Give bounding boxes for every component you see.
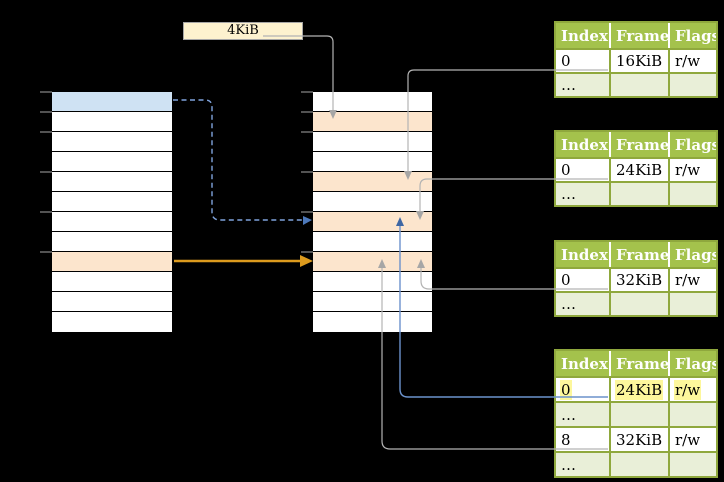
- header-index: Index: [556, 242, 609, 267]
- cell-index: 0: [556, 159, 609, 181]
- cell-flags: r/w: [668, 159, 716, 181]
- table-row: …: [556, 451, 716, 476]
- left-memory-column: [52, 92, 172, 332]
- memory-row: [52, 92, 172, 112]
- memory-row: [313, 272, 432, 292]
- header-flags: Flags: [668, 132, 716, 157]
- header-flags: Flags: [668, 351, 716, 376]
- header-frame: Frame: [609, 351, 668, 376]
- cell-frame: 32KiB: [609, 428, 668, 451]
- cell-frame: 24KiB: [609, 378, 668, 401]
- page-table-1: Index Frame Flags 0 16KiB r/w …: [554, 21, 718, 98]
- memory-row: [52, 232, 172, 252]
- page-size-label: 4KiB: [227, 23, 259, 38]
- cell-flags: r/w: [668, 428, 716, 451]
- cell-index: 0: [556, 50, 609, 72]
- cell-index: 0: [556, 378, 609, 401]
- memory-row: [313, 112, 432, 132]
- memory-row: [52, 172, 172, 192]
- cell-index: …: [556, 453, 609, 476]
- memory-row: [313, 152, 432, 172]
- arrowhead-right-icon: [300, 255, 313, 267]
- header-frame: Frame: [609, 132, 668, 157]
- memory-row: [52, 272, 172, 292]
- page-table-4: Index Frame Flags 0 24KiB r/w … 8 32KiB …: [554, 349, 718, 478]
- table-header-row: Index Frame Flags: [556, 351, 716, 376]
- header-frame: Frame: [609, 23, 668, 48]
- cell-index: 8: [556, 428, 609, 451]
- memory-row: [313, 212, 432, 232]
- cell-frame: [609, 403, 668, 426]
- table-row: …: [556, 181, 716, 205]
- cell-flags: [668, 74, 716, 96]
- memory-row: [52, 312, 172, 332]
- memory-row: [313, 252, 432, 272]
- connector-dashed-virtual-to-physical: [173, 99, 302, 221]
- header-flags: Flags: [668, 23, 716, 48]
- memory-row: [313, 132, 432, 152]
- header-index: Index: [556, 351, 609, 376]
- memory-row: [52, 292, 172, 312]
- memory-row: [52, 112, 172, 132]
- table-row-highlighted: 0 24KiB r/w: [556, 376, 716, 401]
- memory-row: [313, 232, 432, 252]
- memory-row: [52, 192, 172, 212]
- header-frame: Frame: [609, 242, 668, 267]
- page-table-3: Index Frame Flags 0 32KiB r/w …: [554, 240, 718, 317]
- cell-flags: r/w: [668, 269, 716, 291]
- cell-flags: [668, 403, 716, 426]
- cell-index: …: [556, 183, 609, 205]
- memory-row: [313, 192, 432, 212]
- cell-frame: 32KiB: [609, 269, 668, 291]
- table-row: 0 24KiB r/w: [556, 157, 716, 181]
- header-flags: Flags: [668, 242, 716, 267]
- cell-frame: [609, 453, 668, 476]
- cell-index: …: [556, 293, 609, 315]
- header-index: Index: [556, 132, 609, 157]
- cell-flags: [668, 293, 716, 315]
- header-index: Index: [556, 23, 609, 48]
- memory-row: [313, 312, 432, 332]
- arrowhead-right-icon: [303, 216, 312, 225]
- cell-frame: 16KiB: [609, 50, 668, 72]
- memory-row: [313, 292, 432, 312]
- cell-frame: [609, 183, 668, 205]
- table-header-row: Index Frame Flags: [556, 242, 716, 267]
- memory-row: [52, 252, 172, 272]
- cell-index: …: [556, 74, 609, 96]
- table-row: …: [556, 401, 716, 426]
- table-row: …: [556, 291, 716, 315]
- memory-row: [313, 172, 432, 192]
- cell-frame: [609, 74, 668, 96]
- table-header-row: Index Frame Flags: [556, 23, 716, 48]
- cell-flags: [668, 453, 716, 476]
- cell-frame: 24KiB: [609, 159, 668, 181]
- cell-frame: [609, 293, 668, 315]
- cell-flags: [668, 183, 716, 205]
- memory-row: [52, 152, 172, 172]
- middle-memory-column: [313, 92, 432, 332]
- page-size-label-box: 4KiB: [183, 22, 303, 40]
- cell-flags: r/w: [668, 378, 716, 401]
- page-table-2: Index Frame Flags 0 24KiB r/w …: [554, 130, 718, 207]
- cell-flags: r/w: [668, 50, 716, 72]
- table-header-row: Index Frame Flags: [556, 132, 716, 157]
- memory-row: [52, 212, 172, 232]
- table-row: …: [556, 72, 716, 96]
- cell-index: 0: [556, 269, 609, 291]
- cell-index: …: [556, 403, 609, 426]
- table-row: 0 16KiB r/w: [556, 48, 716, 72]
- memory-row: [52, 132, 172, 152]
- memory-row: [313, 92, 432, 112]
- table-row: 0 32KiB r/w: [556, 267, 716, 291]
- table-row: 8 32KiB r/w: [556, 426, 716, 451]
